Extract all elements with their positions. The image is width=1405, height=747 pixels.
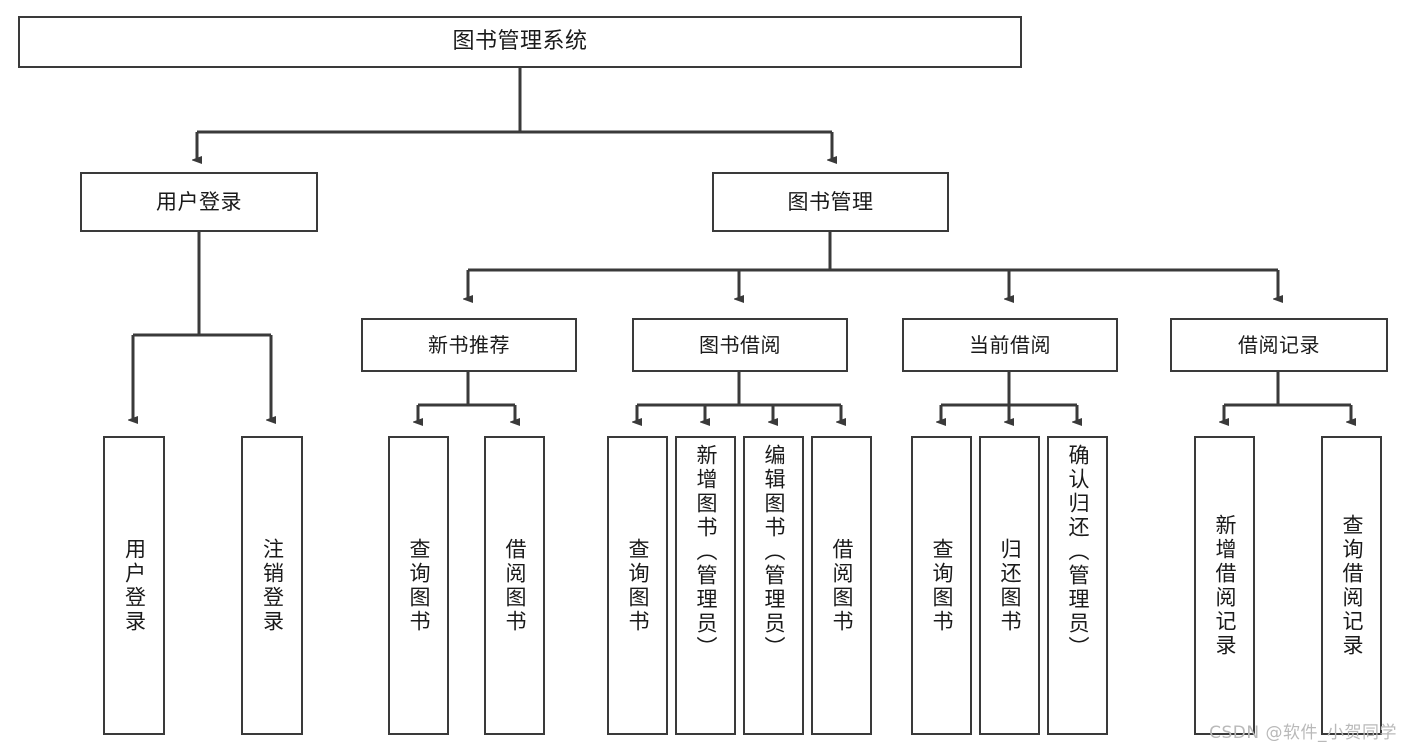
leaf-logout-login[interactable]: 注销登录 [241,436,303,735]
leaf-query-book-3-label: 查询图书 [930,537,954,634]
leaf-user-login-label: 用户登录 [122,537,147,634]
leaf-query-borrow-record-label: 查询借阅记录 [1340,513,1364,658]
leaf-add-borrow-record-label: 新增借阅记录 [1213,513,1237,658]
leaf-borrow-book-1-label: 借阅图书 [503,537,527,634]
leaf-query-book-2-label: 查询图书 [626,537,650,634]
node-user-login-label: 用户登录 [156,189,242,214]
leaf-return-book[interactable]: 归还图书 [979,436,1040,735]
node-current-borrow-label: 当前借阅 [969,332,1051,357]
leaf-borrow-book-1[interactable]: 借阅图书 [484,436,545,735]
leaf-confirm-return[interactable]: 确认归还（管理员） [1047,436,1108,735]
leaf-confirm-return-label: 确认归还（管理员） [1066,444,1090,660]
leaf-borrow-book-2[interactable]: 借阅图书 [811,436,872,735]
leaf-query-book-3[interactable]: 查询图书 [911,436,972,735]
leaf-edit-book-label: 编辑图书（管理员） [762,444,786,660]
node-user-login[interactable]: 用户登录 [80,172,318,232]
leaf-query-book-2[interactable]: 查询图书 [607,436,668,735]
node-root-label: 图书管理系统 [452,29,588,55]
leaf-logout-login-label: 注销登录 [260,537,285,634]
leaf-edit-book[interactable]: 编辑图书（管理员） [743,436,804,735]
node-borrow-record[interactable]: 借阅记录 [1170,318,1388,372]
leaf-query-book-1[interactable]: 查询图书 [388,436,449,735]
leaf-query-borrow-record[interactable]: 查询借阅记录 [1321,436,1382,735]
node-book-borrow[interactable]: 图书借阅 [632,318,848,372]
node-book-management-label: 图书管理 [787,189,874,214]
node-new-book-recommend[interactable]: 新书推荐 [361,318,577,372]
node-root[interactable]: 图书管理系统 [18,16,1022,68]
leaf-user-login[interactable]: 用户登录 [103,436,165,735]
leaf-query-book-1-label: 查询图书 [407,537,431,634]
watermark: CSDN @软件_小贺同学 [1209,723,1397,743]
leaf-return-book-label: 归还图书 [998,537,1022,634]
node-book-borrow-label: 图书借阅 [699,332,781,357]
node-borrow-record-label: 借阅记录 [1238,332,1320,357]
node-new-book-recommend-label: 新书推荐 [428,332,510,357]
leaf-add-book-label: 新增图书（管理员） [694,444,718,660]
leaf-add-book[interactable]: 新增图书（管理员） [675,436,736,735]
leaf-borrow-book-2-label: 借阅图书 [830,537,854,634]
node-current-borrow[interactable]: 当前借阅 [902,318,1118,372]
node-book-management[interactable]: 图书管理 [712,172,949,232]
leaf-add-borrow-record[interactable]: 新增借阅记录 [1194,436,1255,735]
